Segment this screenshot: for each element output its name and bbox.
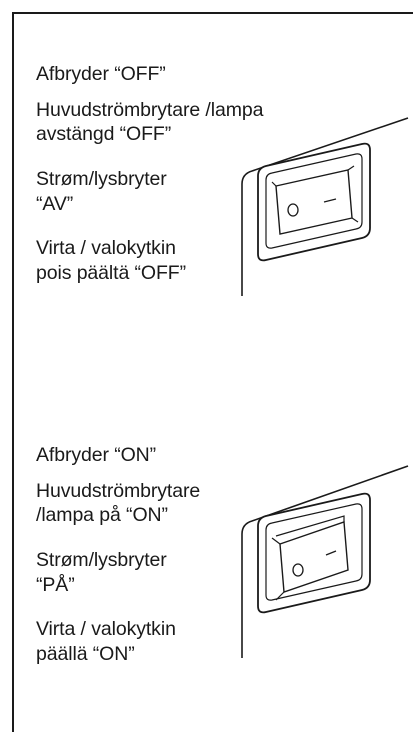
on-label-swedish-line2: /lampa på “ON”	[36, 504, 168, 526]
on-label-swedish-line1: Huvudströmbrytare	[36, 480, 201, 502]
off-label-swedish-line1: Huvudströmbrytare /lampa	[36, 99, 264, 121]
off-label-finnish-line1: Virta / valokytkin	[36, 237, 176, 259]
rocker-switch-on-icon	[236, 458, 413, 668]
on-label-danish: Afbryder “ON”	[36, 444, 157, 466]
off-label-finnish-line2: pois päältä “OFF”	[36, 262, 187, 284]
page-frame	[12, 12, 413, 732]
off-label-danish: Afbryder “OFF”	[36, 63, 166, 85]
on-label-finnish-line2: päällä “ON”	[36, 643, 135, 665]
on-label-norwegian-line1: Strøm/lysbryter	[36, 549, 167, 571]
on-label-finnish-line1: Virta / valokytkin	[36, 618, 176, 640]
on-label-norwegian-line2: “PÅ”	[36, 574, 75, 596]
off-label-swedish-line2: avstängd “OFF”	[36, 123, 172, 145]
off-label-norwegian-line1: Strøm/lysbryter	[36, 168, 167, 190]
off-label-norwegian-line2: “AV”	[36, 193, 74, 215]
rocker-switch-off-icon	[236, 110, 413, 300]
